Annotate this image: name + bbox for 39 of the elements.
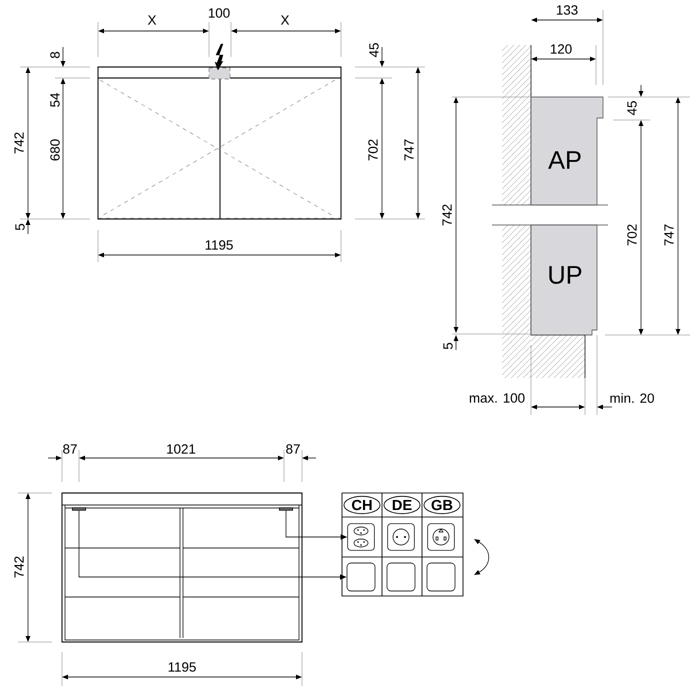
dimension-label: 680 (50, 139, 60, 160)
country-oval: GB (424, 496, 460, 514)
dimension-label: 100 (208, 8, 230, 18)
country-oval: CH (344, 496, 380, 514)
dimension-label: 45 (369, 43, 379, 58)
dimension-label: X (280, 15, 290, 25)
dimension-label: 1195 (168, 662, 196, 672)
dimension-label: 1021 (167, 444, 196, 454)
dimension-label: min. 20 (610, 393, 654, 403)
dimension-label: 747 (664, 224, 674, 246)
dimension-label: max. 100 (470, 393, 525, 403)
socket-icon (427, 523, 455, 551)
dimension-label: 5 (443, 342, 453, 350)
dimension-label: 87 (286, 444, 300, 454)
cabinet-section: UP (530, 224, 598, 336)
dimension-label: X (148, 15, 156, 25)
dimension-label: 133 (556, 5, 578, 15)
dimension-label: 742 (14, 132, 24, 154)
dimension-label: 120 (550, 44, 572, 54)
dimension-label: 702 (368, 140, 378, 160)
dimension-label: 45 (627, 101, 637, 116)
dimension-label: 742 (14, 556, 24, 578)
country-oval: DE (384, 496, 420, 514)
dimension-label: 8 (50, 52, 60, 58)
dimension-label: 702 (627, 224, 637, 246)
dimension-label: 87 (63, 444, 77, 454)
blank-plate (426, 562, 456, 592)
blank-plate (386, 562, 416, 592)
outlet-bar (72, 507, 86, 511)
dimension-label: 54 (50, 92, 60, 107)
dimension-label: 5 (15, 224, 25, 230)
outlet-bar (279, 507, 293, 511)
cabinet-section: AP (530, 96, 604, 206)
socket-icon (347, 523, 375, 551)
dimension-label: 747 (404, 140, 414, 160)
socket-icon (387, 523, 415, 551)
blank-plate (346, 562, 376, 592)
dimension-label: 1195 (206, 240, 233, 250)
dimension-label: 742 (442, 204, 452, 226)
